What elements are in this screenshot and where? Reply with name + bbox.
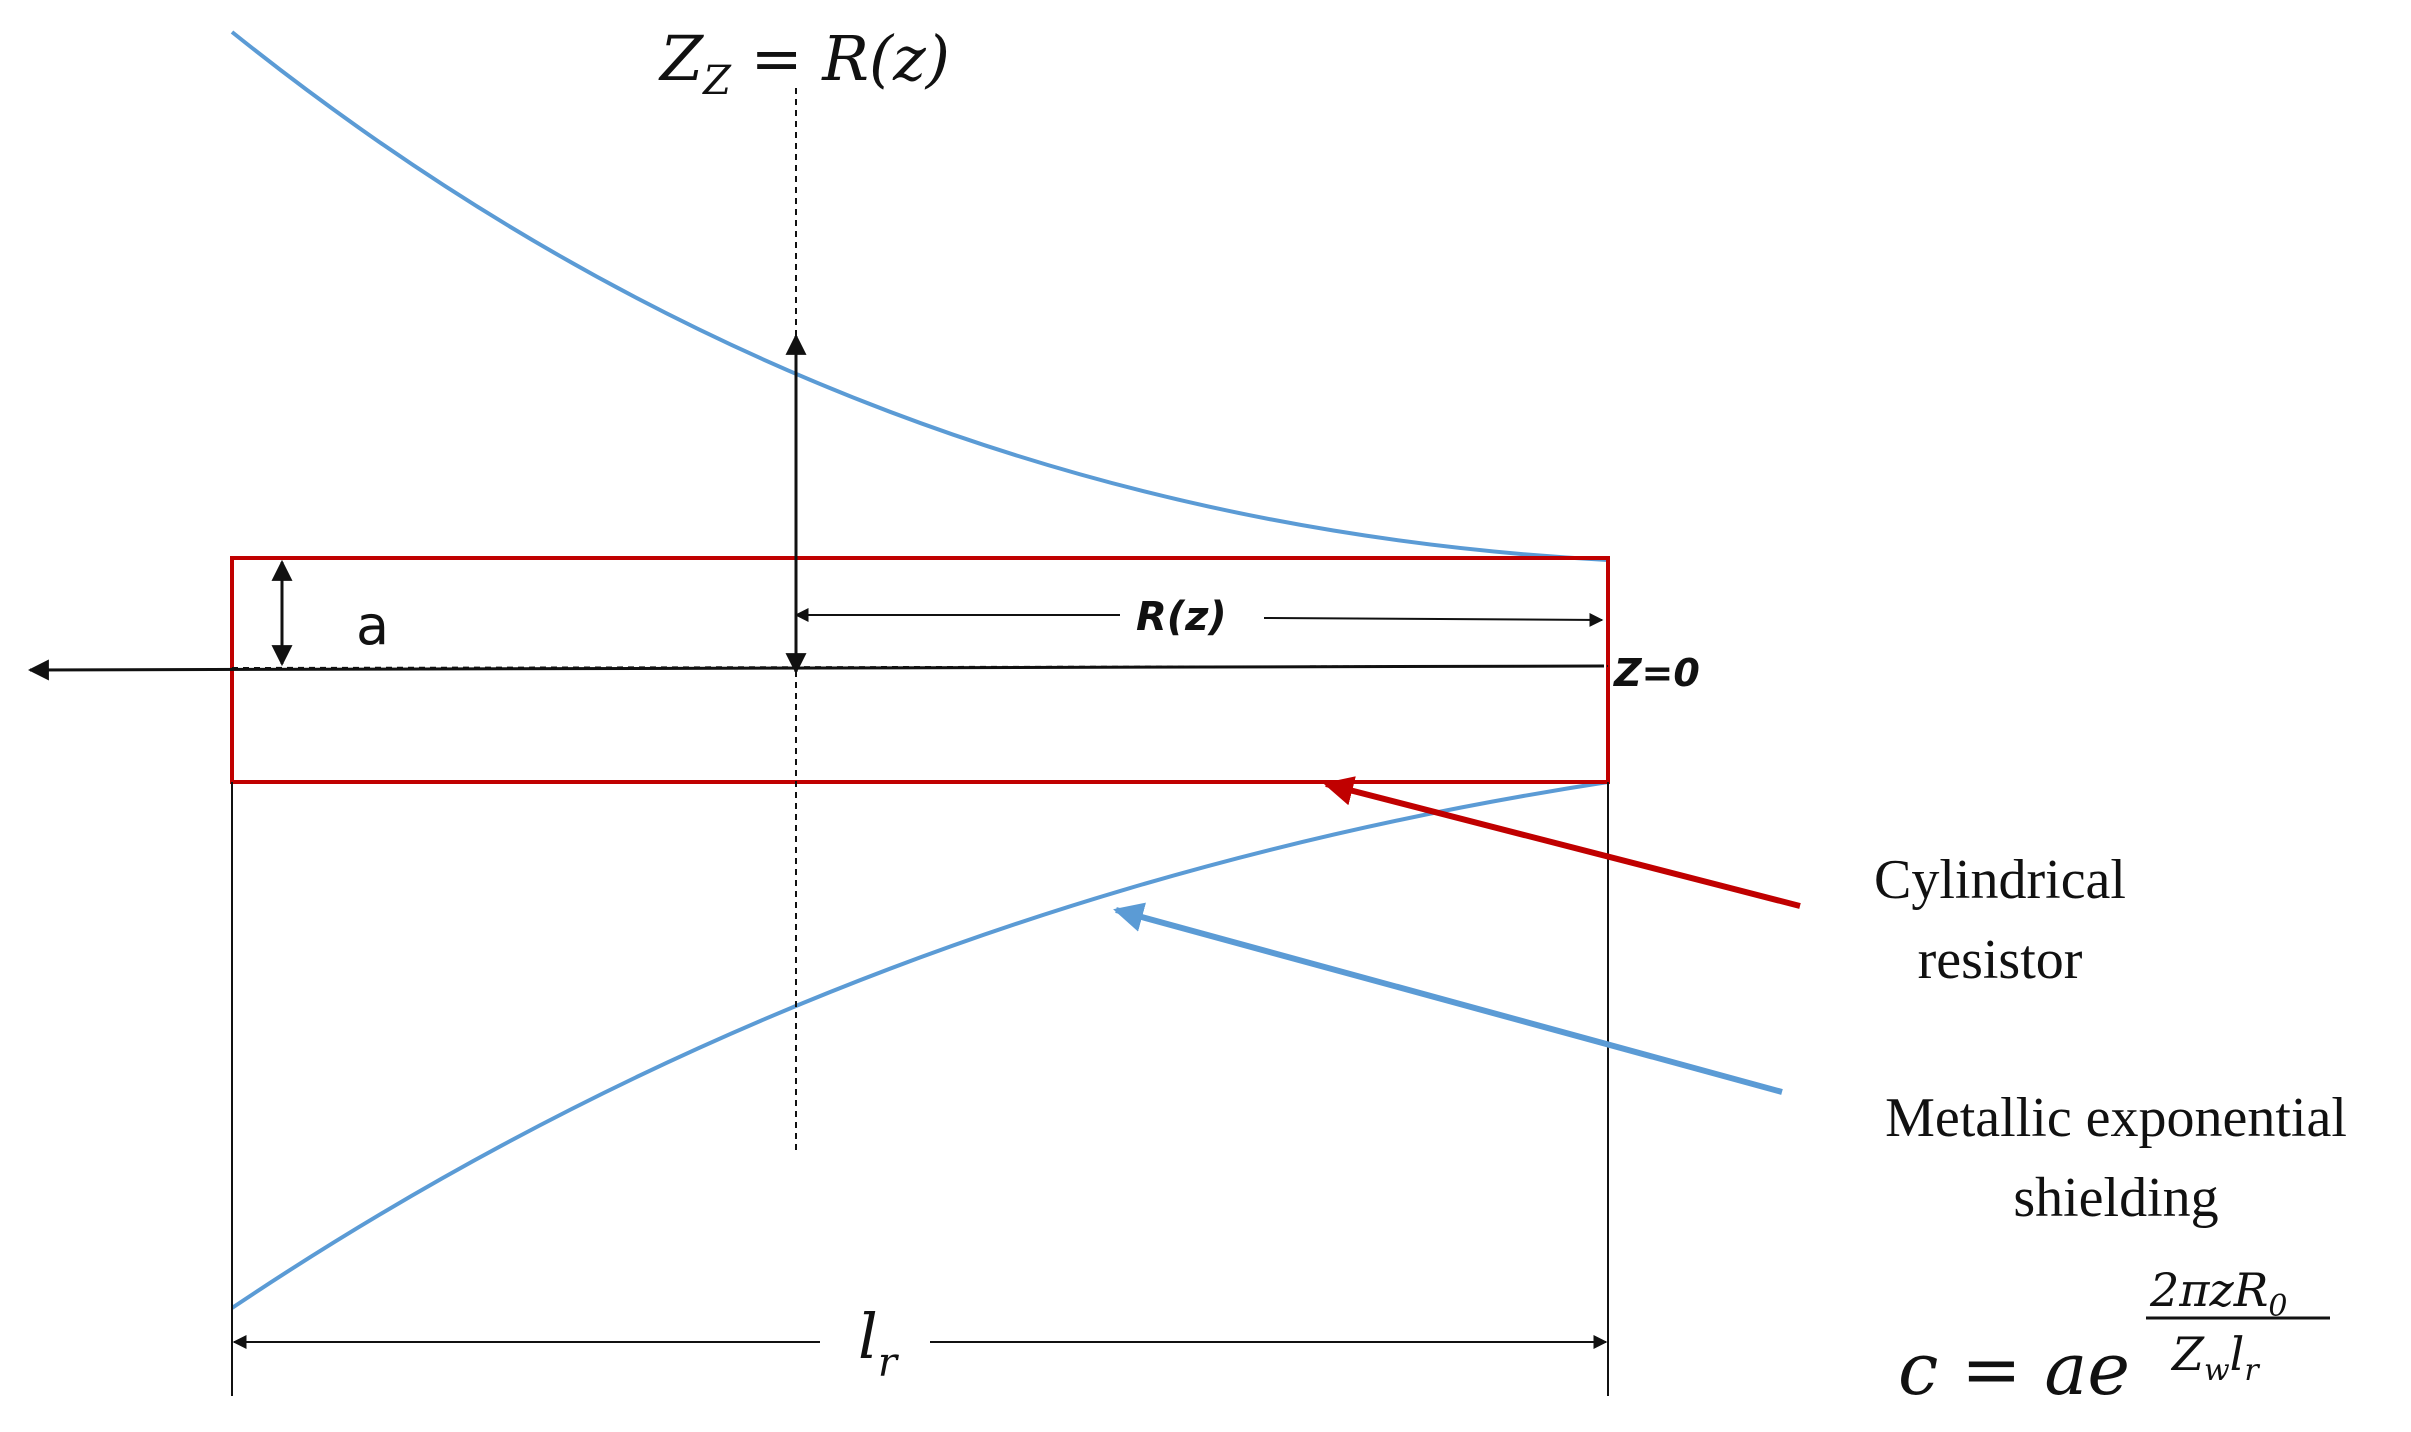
formula-exp-den-w: w [2204,1353,2230,1388]
length-label: lr [858,1300,900,1386]
shielding-lower-curve [230,780,1609,1310]
top-formula: ZZ = R(z) [658,22,950,104]
length-label-sub: r [878,1340,900,1386]
rz-arrow-right [1263,612,1604,627]
shielding-pointer-arrow [1113,902,1783,1095]
top-formula-eq: = [731,22,822,95]
radius-label: a [356,594,389,657]
resistor-pointer-arrow [1323,776,1801,909]
origin-label: Z=0 [1613,651,1700,695]
formula-exp-den-l: l [2230,1327,2245,1381]
length-label-main: l [858,1300,878,1373]
shielding-label-line2: shielding [2013,1167,2218,1229]
formula-base: c = ae [1898,1327,2130,1411]
axis-dashed-extension [231,665,1609,669]
resistor-label-line1: Cylindrical [1874,849,2126,911]
formula-exp-numerator: 2πzR0 [2149,1263,2287,1324]
formula-exp-den-z: Z [2170,1327,2205,1381]
top-formula-lhs: Z [658,22,704,95]
formula-exp-denominator: Zwlr [2170,1327,2260,1388]
formula-exp-den-r: r [2244,1353,2260,1388]
rz-label: R(z) [1136,594,1227,640]
top-formula-lhs-sub: Z [701,58,732,104]
shielding-label-line1: Metallic exponential [1885,1087,2347,1149]
formula-exp-numerator-text: 2πzR [2149,1263,2268,1317]
shielding-upper-curve [230,30,1609,562]
resistor-label-line2: resistor [1918,929,2083,991]
top-formula-rhs: R(z) [821,22,950,95]
formula-exp-numerator-sub: 0 [2268,1289,2287,1324]
